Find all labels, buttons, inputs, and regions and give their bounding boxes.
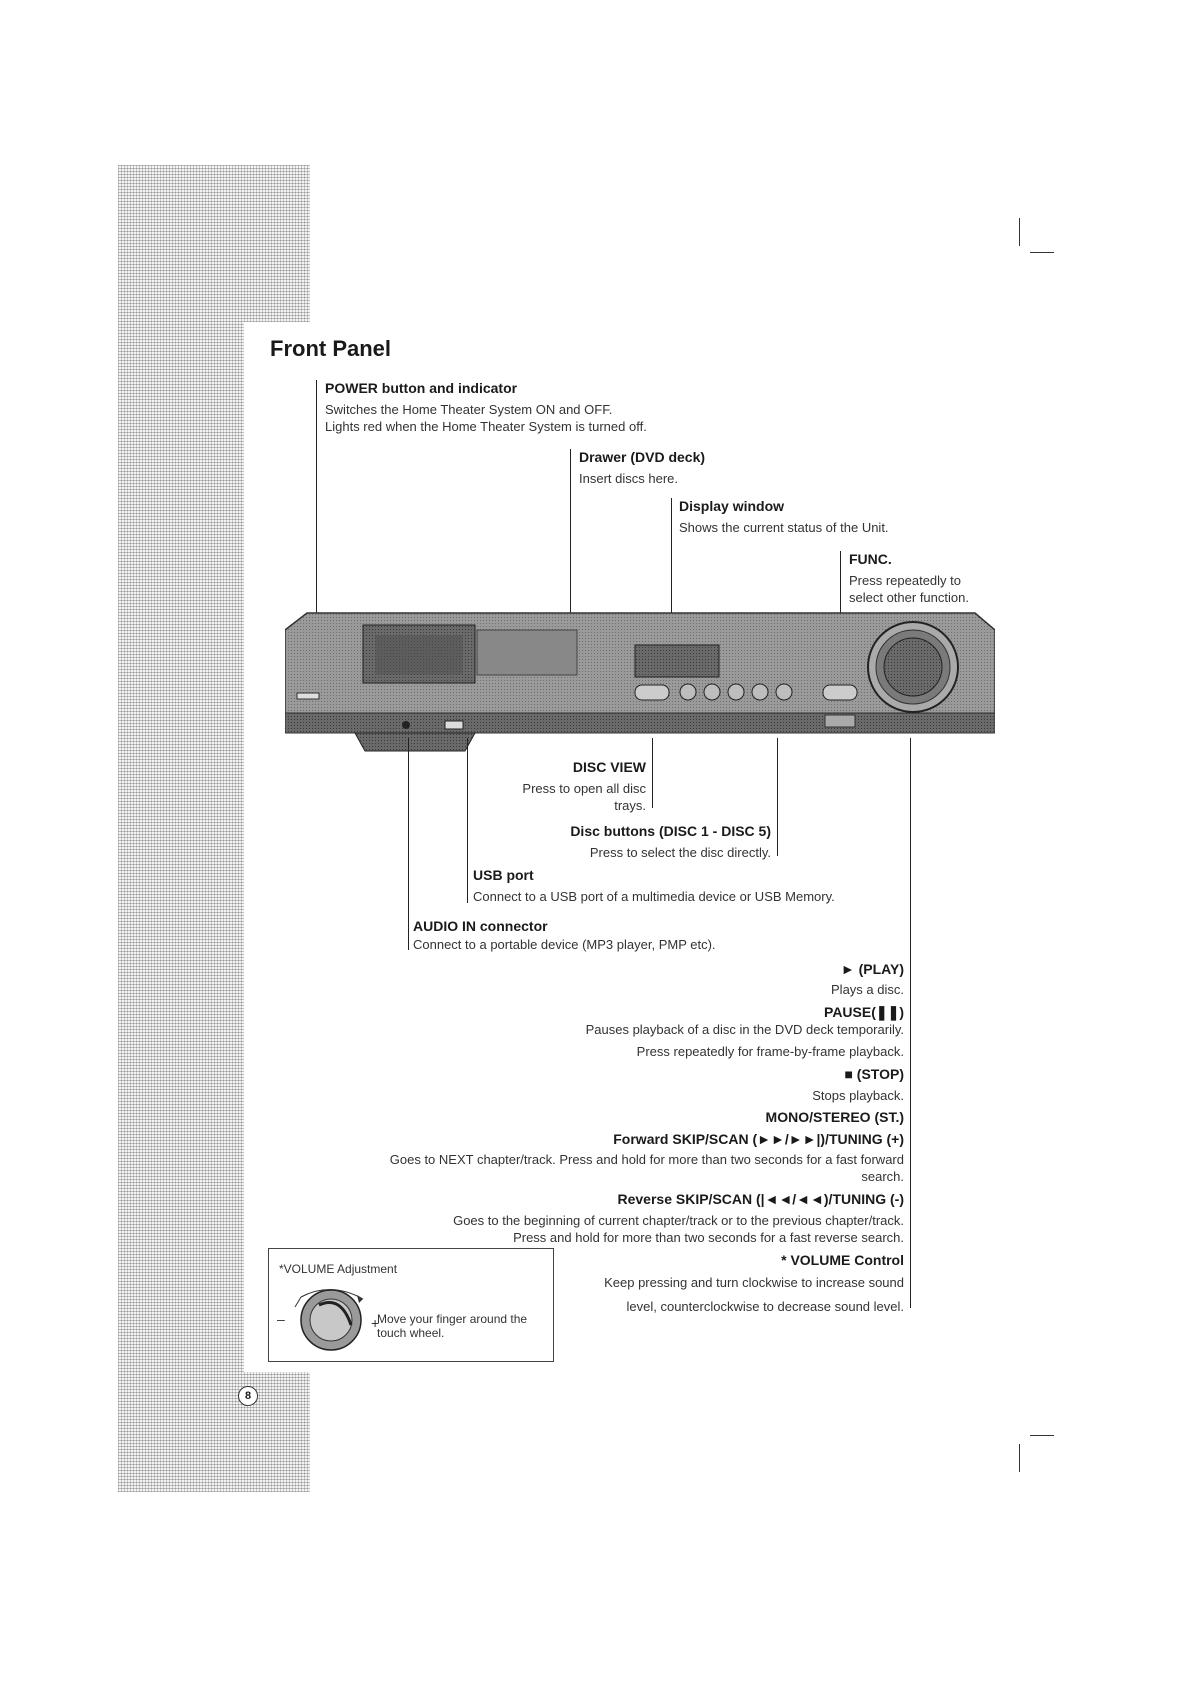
power-desc-1: Switches the Home Theater System ON and …	[325, 402, 613, 417]
leader-display	[671, 498, 672, 643]
volume-box-text-2: touch wheel.	[377, 1326, 445, 1340]
volume-minus-sign: –	[277, 1311, 285, 1327]
crop-mark-tr-h	[1030, 252, 1054, 253]
volume-box-text-1: Move your finger around the	[377, 1312, 528, 1326]
forward-title: Forward SKIP/SCAN (►►/►►|)/TUNING (+)	[613, 1131, 904, 1147]
page-number: 8	[244, 1390, 252, 1402]
disc-buttons-desc: Press to select the disc directly.	[589, 845, 771, 860]
crop-mark-br-h	[1030, 1435, 1054, 1436]
leader-disc-view	[652, 738, 653, 808]
crop-mark-tr-v	[1019, 218, 1020, 246]
volume-desc-1: Keep pressing and turn clockwise to incr…	[604, 1275, 904, 1290]
volume-title: * VOLUME Control	[781, 1252, 904, 1268]
pause-title: PAUSE(❚❚)	[824, 1004, 904, 1020]
touch-wheel-icon	[294, 1288, 364, 1351]
audio-in-title: AUDIO IN connector	[413, 918, 548, 934]
leader-audio-in	[408, 738, 409, 950]
display-desc: Shows the current status of the Unit.	[679, 520, 889, 535]
left-margin-pattern	[118, 322, 244, 1372]
volume-box-title: *VOLUME Adjustment	[279, 1262, 398, 1276]
forward-desc-1: Goes to NEXT chapter/track. Press and ho…	[389, 1152, 904, 1167]
pause-desc-2: Press repeatedly for frame-by-frame play…	[636, 1044, 904, 1059]
volume-adjustment-box: *VOLUME Adjustment – + Move your finger …	[268, 1248, 554, 1362]
play-desc: Plays a disc.	[831, 982, 904, 997]
mono-stereo-title: MONO/STEREO (ST.)	[765, 1109, 904, 1125]
device-illustration	[285, 612, 995, 752]
func-desc-1: Press repeatedly to	[849, 573, 962, 588]
stop-desc: Stops playback.	[812, 1088, 904, 1103]
leader-drawer	[570, 449, 571, 639]
reverse-desc-1: Goes to the beginning of current chapter…	[453, 1213, 904, 1228]
disc-view-desc-1: Press to open all disc	[522, 781, 646, 796]
drawer-desc: Insert discs here.	[579, 471, 678, 486]
usb-title: USB port	[473, 867, 534, 883]
crop-mark-br-v	[1019, 1444, 1020, 1472]
usb-desc: Connect to a USB port of a multimedia de…	[473, 889, 835, 904]
reverse-desc-2: Press and hold for more than two seconds…	[513, 1230, 904, 1245]
reverse-title: Reverse SKIP/SCAN (|◄◄/◄◄)/TUNING (-)	[617, 1191, 905, 1207]
play-title: ► (PLAY)	[840, 961, 904, 977]
page-title: Front Panel	[270, 336, 392, 361]
pause-desc-1: Pauses playback of a disc in the DVD dec…	[585, 1022, 904, 1037]
power-desc-2: Lights red when the Home Theater System …	[325, 419, 647, 434]
stop-title: ■ (STOP)	[844, 1066, 904, 1082]
forward-desc-2: search.	[861, 1169, 904, 1184]
disc-view-desc-2: trays.	[614, 798, 646, 813]
page-number-badge: 8	[238, 1386, 258, 1406]
disc-view-title: DISC VIEW	[572, 759, 646, 775]
display-title: Display window	[679, 498, 785, 514]
audio-in-desc: Connect to a portable device (MP3 player…	[413, 937, 716, 952]
volume-plus-sign: +	[371, 1315, 380, 1331]
disc-buttons-title: Disc buttons (DISC 1 - DISC 5)	[570, 823, 771, 839]
drawer-title: Drawer (DVD deck)	[579, 449, 706, 465]
leader-right-controls	[910, 738, 911, 1308]
left-margin-pattern-top	[118, 165, 310, 322]
leader-usb	[467, 738, 468, 903]
leader-power	[316, 380, 317, 635]
power-title: POWER button and indicator	[325, 380, 518, 396]
func-desc-2: select other function.	[849, 590, 969, 605]
volume-desc-2: level, counterclockwise to decrease soun…	[626, 1299, 904, 1314]
func-title: FUNC.	[849, 551, 892, 567]
left-margin-pattern-bottom	[118, 1372, 310, 1492]
leader-disc-buttons	[777, 738, 778, 856]
